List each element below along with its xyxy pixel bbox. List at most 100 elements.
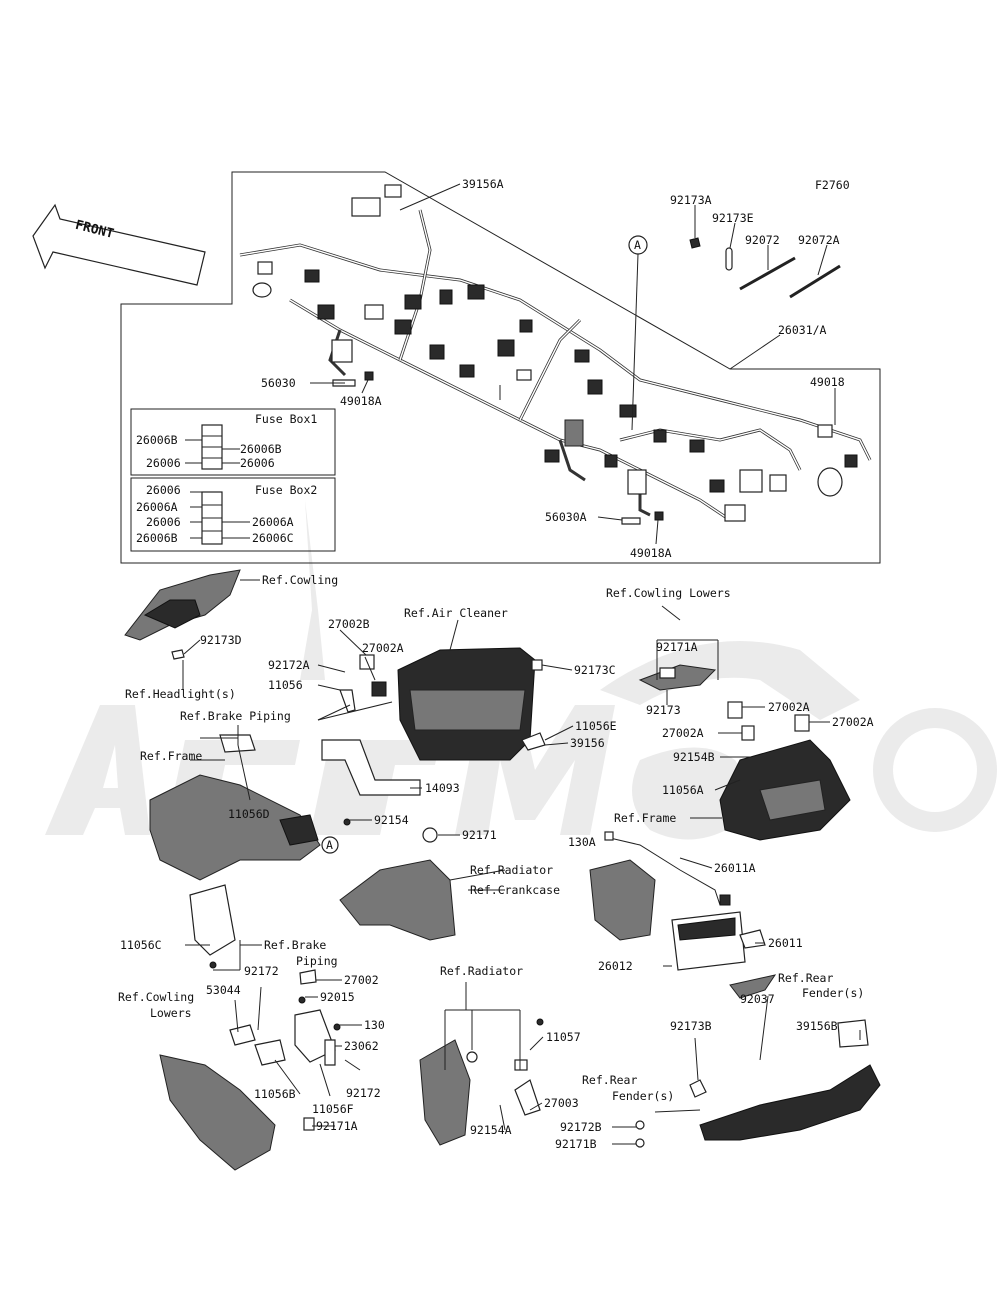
connector-icon	[351, 197, 381, 217]
part-label: Ref.Headlight(s)	[125, 687, 236, 701]
part-label: 92171A	[656, 640, 698, 654]
part-label: Ref.Cowling Lowers	[606, 586, 731, 600]
part-label: 27002A	[362, 641, 404, 655]
fuse-box-2: Fuse Box2 26006 26006A 26006 26006B 2600…	[130, 477, 336, 552]
part-label: 92154B	[673, 750, 715, 764]
part-label: Ref.Air Cleaner	[404, 606, 508, 620]
part-label: 39156B	[796, 1019, 838, 1033]
wiring-harness	[239, 184, 872, 525]
fuse-box-1: Fuse Box1 26006B 26006 26006B 26006	[130, 408, 336, 476]
part-label: Lowers	[150, 1006, 192, 1020]
part-label: 92037	[740, 992, 775, 1006]
part-label: Ref.Brake Piping	[180, 709, 291, 723]
part-label: 27002	[344, 973, 379, 987]
part-label: 26012	[598, 959, 633, 973]
part-label: 92173B	[670, 1019, 712, 1033]
battery-part	[604, 831, 766, 971]
harness-frame	[120, 171, 881, 564]
part-label: 53044	[206, 983, 241, 997]
part-label: 92172A	[268, 658, 310, 672]
part-label: 11057	[546, 1030, 581, 1044]
part-label: Ref.Rear	[778, 971, 833, 985]
fuse-box-1-title: Fuse Box1	[255, 412, 317, 426]
part-label: 26011	[768, 936, 803, 950]
air-cleaner-part	[339, 647, 546, 761]
part-label: 11056B	[254, 1087, 296, 1101]
part-label: 11056C	[120, 938, 162, 952]
part-label: 26031/A	[778, 323, 827, 337]
part-label: 92154	[374, 813, 409, 827]
part-label: 92172	[244, 964, 279, 978]
fuse-box-2-right-label: 26006C	[252, 531, 294, 545]
fuse-box-2-right-label: 26006A	[252, 515, 294, 529]
fuse-box-2-left-label: 26006	[146, 515, 181, 529]
part-label: 11056E	[575, 719, 617, 733]
part-label: 27002A	[832, 715, 874, 729]
crankcase-ref-part	[589, 859, 656, 941]
part-label: 92173A	[670, 193, 712, 207]
callout-a-harness: A	[628, 235, 648, 431]
part-label: 56030A	[545, 510, 587, 524]
part-label: 92172B	[560, 1120, 602, 1134]
radiator-lower-part	[419, 1018, 544, 1146]
cowling-lowers-part	[159, 1024, 286, 1171]
part-label: 130A	[568, 835, 596, 849]
part-label: Ref.Rear	[582, 1073, 637, 1087]
part-label: 27002A	[768, 700, 810, 714]
leader-lines-bottom	[182, 579, 861, 1145]
part-label: 92171A	[316, 1119, 358, 1133]
part-label: Ref.Frame	[614, 811, 676, 825]
fuse-box-1-right-label: 26006	[240, 456, 275, 470]
part-label: Piping	[296, 954, 338, 968]
fuse-box-2-title: Fuse Box2	[255, 483, 317, 497]
part-label: Fender(s)	[802, 986, 864, 1000]
radiator-ref-part	[339, 818, 456, 941]
frame-right-part	[719, 701, 851, 841]
part-label: Ref.Radiator	[440, 964, 523, 978]
plate-14093	[321, 739, 421, 796]
part-label: 27003	[544, 1096, 579, 1110]
part-label: 92173D	[200, 633, 242, 647]
rear-fender-plate	[729, 974, 777, 999]
callout-a-text: A	[326, 838, 333, 852]
fuse-box-1-left-label: 26006B	[136, 433, 178, 447]
part-label: Fender(s)	[612, 1089, 674, 1103]
part-label: Ref.Crankcase	[470, 883, 560, 897]
fuse-box-1-right-label: 26006B	[240, 442, 282, 456]
part-label: Ref.Cowling	[262, 573, 338, 587]
part-label: 11056	[268, 678, 303, 692]
part-label: 39156	[570, 736, 605, 750]
part-label: 92172	[346, 1086, 381, 1100]
fuse-box-1-left-label: 26006	[146, 456, 181, 470]
part-label: 11056D	[228, 807, 270, 821]
part-label: Ref.Cowling	[118, 990, 194, 1004]
frame-left-part: A	[149, 734, 339, 881]
part-label: 26011A	[714, 861, 756, 875]
part-label: 92173E	[712, 211, 754, 225]
brake-bracket-11056C	[189, 884, 236, 969]
part-label: 92072A	[798, 233, 840, 247]
part-label: Ref.Radiator	[470, 863, 553, 877]
front-arrow-icon: FRONT	[32, 203, 206, 286]
part-label: 56030	[261, 376, 296, 390]
part-label: 92154A	[470, 1123, 512, 1137]
headlight-bracket-part	[294, 969, 341, 1131]
part-label: 39156A	[462, 177, 504, 191]
callout-a-text: A	[634, 238, 641, 252]
part-label: Ref.Brake	[264, 938, 326, 952]
cowling-lowers-ref-part	[638, 664, 717, 691]
figure-code: F2760	[815, 178, 850, 192]
part-label: 92171B	[555, 1137, 597, 1151]
part-label: 49018A	[630, 546, 672, 560]
part-label: 11056A	[662, 783, 704, 797]
cowling-part	[124, 569, 241, 660]
part-label: Ref.Frame	[140, 749, 202, 763]
fuse-box-2-left-label: 26006B	[136, 531, 178, 545]
part-label: 23062	[344, 1039, 379, 1053]
part-label: 92015	[320, 990, 355, 1004]
part-label: 92072	[745, 233, 780, 247]
part-label: 14093	[425, 781, 460, 795]
part-label: 27002A	[662, 726, 704, 740]
part-label: 92171	[462, 828, 497, 842]
